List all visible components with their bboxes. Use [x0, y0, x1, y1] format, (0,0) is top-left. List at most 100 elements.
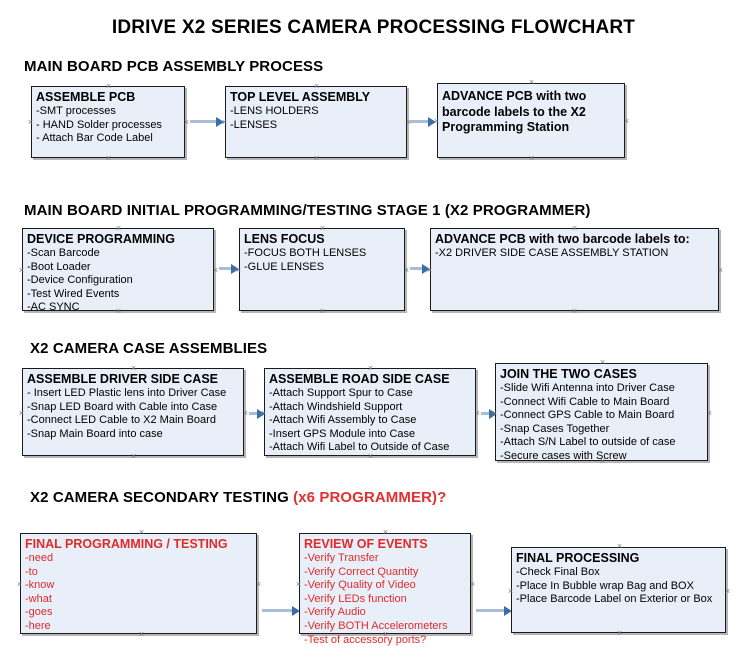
node-line: -GLUE LENSES [244, 260, 325, 273]
resize-handle-top[interactable] [138, 529, 145, 536]
resize-handle-top[interactable] [528, 79, 535, 86]
resize-handle-top[interactable] [319, 225, 326, 232]
section-title-accent: (x6 PROGRAMMER)? [293, 489, 447, 506]
node-line: -FOCUS BOTH LENSES [244, 247, 367, 259]
resize-handle-top[interactable] [571, 225, 578, 232]
resize-handle-right[interactable] [255, 581, 262, 588]
node-title: FINAL PROCESSING [516, 551, 640, 565]
resize-handle-right[interactable] [212, 267, 219, 274]
node-line: -Check Final Box [516, 566, 600, 578]
connector-line[interactable] [476, 609, 506, 612]
resize-handle-top[interactable] [313, 83, 320, 90]
connector-line[interactable] [219, 267, 233, 270]
resize-handle-left[interactable] [16, 581, 23, 588]
resize-handle-left[interactable] [18, 410, 25, 417]
node-title: JOIN THE TWO CASES [500, 367, 637, 381]
resize-handle-bottom[interactable] [115, 308, 122, 315]
resize-handle-left[interactable] [27, 119, 34, 126]
resize-handle-left[interactable] [491, 410, 498, 417]
resize-handle-left[interactable] [221, 119, 228, 126]
node-assemble-road-side-case[interactable]: ASSEMBLE ROAD SIDE CASE -Attach Support … [264, 368, 476, 456]
resize-handle-bottom[interactable] [367, 453, 374, 460]
resize-handle-left[interactable] [18, 267, 25, 274]
node-assemble-driver-side-case[interactable]: ASSEMBLE DRIVER SIDE CASE - Insert LED P… [22, 368, 244, 456]
resize-handle-top[interactable] [616, 543, 623, 550]
node-title: ADVANCE PCB with two barcode labels to: [435, 232, 690, 246]
resize-handle-bottom[interactable] [382, 631, 389, 638]
node-title: REVIEW OF EVENTS [304, 537, 428, 551]
connector-line[interactable] [410, 120, 430, 123]
resize-handle-left[interactable] [295, 581, 302, 588]
resize-handle-left[interactable] [433, 118, 440, 125]
resize-handle-left[interactable] [507, 588, 514, 595]
connector-line[interactable] [262, 609, 294, 612]
node-line: - Insert LED Plastic lens into Driver Ca… [27, 387, 227, 399]
resize-handle-top[interactable] [105, 83, 112, 90]
connector-line[interactable] [410, 267, 424, 270]
node-line: -Verify Audio [304, 606, 366, 619]
resize-handle-bottom[interactable] [528, 155, 535, 162]
node-advance-pcb-x2-programming-station[interactable]: ADVANCE PCB with two barcode labels to t… [437, 83, 625, 158]
node-review-of-events[interactable]: REVIEW OF EVENTS -Verify Transfer -Verif… [299, 533, 471, 646]
node-line: -Connect GPS Cable to Main Board [500, 409, 675, 422]
node-final-programming-testing[interactable]: FINAL PROGRAMMING / TESTING -need -to -k… [20, 533, 257, 634]
arrow-icon [428, 117, 436, 127]
node-line: -LENS HOLDERS [230, 105, 319, 117]
node-line: -AC SYNC [27, 301, 80, 314]
resize-handle-right[interactable] [469, 581, 476, 588]
node-line: -Verify Transfer [304, 552, 379, 564]
connector-line[interactable] [481, 412, 491, 415]
node-title: ASSEMBLE ROAD SIDE CASE [269, 372, 450, 386]
resize-handle-bottom[interactable] [138, 631, 145, 638]
resize-handle-right[interactable] [474, 410, 481, 417]
node-line: -Place Barcode Label on Exterior or Box [516, 593, 713, 606]
resize-handle-bottom[interactable] [130, 453, 137, 460]
resize-handle-top[interactable] [599, 359, 606, 366]
section-title-main-board-initial-programming: MAIN BOARD INITIAL PROGRAMMING/TESTING S… [24, 202, 591, 219]
node-line: -Test Wired Events [27, 287, 120, 300]
resize-handle-bottom[interactable] [616, 630, 623, 637]
connector-line[interactable] [190, 120, 218, 123]
arrow-icon [504, 606, 512, 616]
section-title-text: X2 CAMERA SECONDARY TESTING [30, 489, 294, 506]
node-top-level-assembly[interactable]: TOP LEVEL ASSEMBLY -LENS HOLDERS -LENSES [225, 86, 407, 158]
section-title-x2-camera-secondary-testing: X2 CAMERA SECONDARY TESTING (x6 PROGRAMM… [30, 489, 446, 506]
resize-handle-right[interactable] [717, 267, 724, 274]
node-line: -Attach Windshield Support [269, 400, 403, 413]
resize-handle-left[interactable] [235, 267, 242, 274]
resize-handle-bottom[interactable] [313, 155, 320, 162]
resize-handle-right[interactable] [183, 119, 190, 126]
resize-handle-right[interactable] [242, 410, 249, 417]
resize-handle-left[interactable] [426, 267, 433, 274]
node-assemble-pcb[interactable]: ASSEMBLE PCB -SMT processes - HAND Solde… [31, 86, 185, 158]
node-line: -Place In Bubble wrap Bag and BOX [516, 579, 694, 592]
resize-handle-bottom[interactable] [571, 308, 578, 315]
resize-handle-bottom[interactable] [599, 458, 606, 465]
resize-handle-left[interactable] [260, 410, 267, 417]
node-line: -LENSES [230, 118, 278, 131]
node-final-processing[interactable]: FINAL PROCESSING -Check Final Box -Place… [511, 547, 726, 633]
resize-handle-bottom[interactable] [319, 308, 326, 315]
section-title-main-board-pcb-assembly-process: MAIN BOARD PCB ASSEMBLY PROCESS [24, 58, 323, 75]
resize-handle-right[interactable] [706, 410, 713, 417]
resize-handle-top[interactable] [130, 365, 137, 372]
node-advance-pcb-driver-side-case[interactable]: ADVANCE PCB with two barcode labels to: … [430, 228, 719, 311]
resize-handle-bottom[interactable] [105, 155, 112, 162]
node-title: TOP LEVEL ASSEMBLY [230, 90, 371, 104]
resize-handle-top[interactable] [367, 365, 374, 372]
node-lens-focus[interactable]: LENS FOCUS -FOCUS BOTH LENSES -GLUE LENS… [239, 228, 405, 311]
resize-handle-right[interactable] [623, 118, 630, 125]
node-line: - HAND Solder processes [36, 118, 162, 131]
connector-line[interactable] [249, 412, 259, 415]
page-title: IDRIVE X2 SERIES CAMERA PROCESSING FLOWC… [111, 17, 636, 38]
resize-handle-right[interactable] [403, 267, 410, 274]
node-join-the-two-cases[interactable]: JOIN THE TWO CASES -Slide Wifi Antenna i… [495, 363, 708, 462]
resize-handle-right[interactable] [724, 588, 731, 595]
node-line: -need [25, 552, 54, 564]
node-device-programming[interactable]: DEVICE PROGRAMMING -Scan Barcode -Boot L… [22, 225, 214, 313]
node-line: -Attach S/N Label to outside of case [500, 436, 676, 449]
node-line: -Slide Wifi Antenna into Driver Case [500, 382, 675, 394]
resize-handle-top[interactable] [115, 225, 122, 232]
resize-handle-top[interactable] [382, 529, 389, 536]
